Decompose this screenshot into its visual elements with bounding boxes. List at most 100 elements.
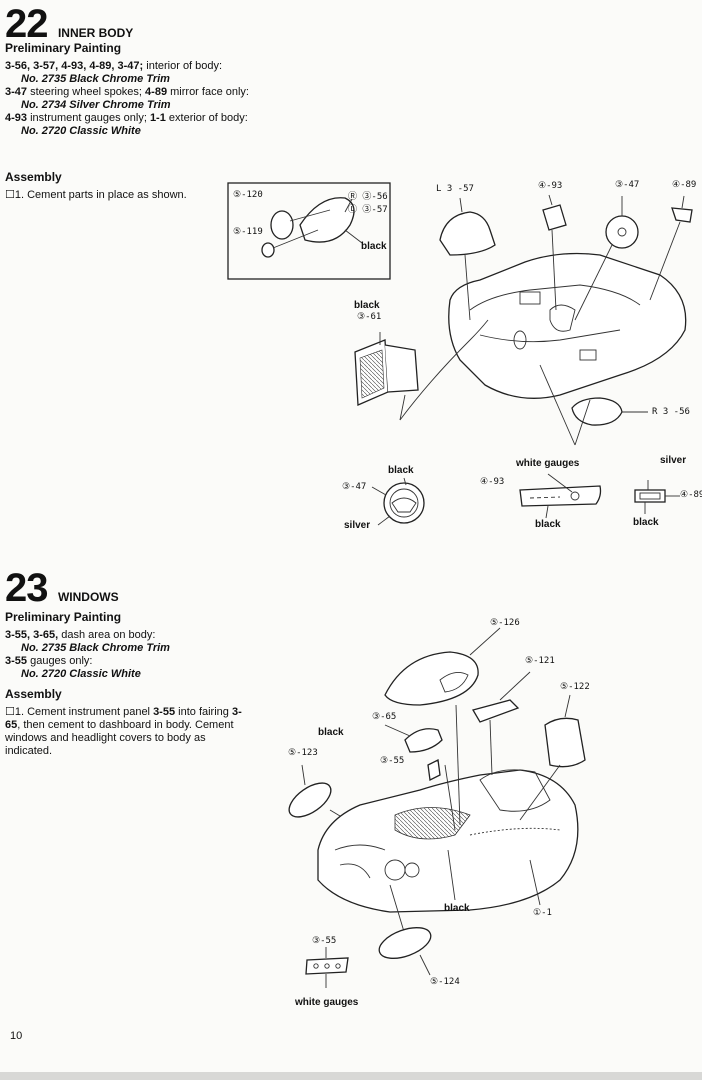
label-part-1-1: ①-1: [533, 908, 552, 918]
assembly-text: 1. Cement instrument panel: [14, 706, 154, 718]
step-23-paint-list: 3-55, 3-65, dash area on body: No. 2735 …: [5, 629, 255, 681]
label-color-black: black: [444, 903, 470, 914]
part-refs: 4-93: [5, 112, 28, 124]
mirror-part-119: [261, 242, 275, 258]
step-23-prelim-heading: Preliminary Painting: [5, 610, 122, 624]
assembly-text: 1. Cement parts in place as shown.: [14, 189, 187, 201]
window-121: [472, 699, 520, 723]
part-refs: 1-1: [149, 112, 166, 124]
bulkhead-93: [542, 204, 567, 231]
label-part-5-126: ⑤-126: [490, 618, 520, 628]
body-tub: [448, 252, 687, 399]
step-22-paint-list: 3-56, 3-57, 4-93, 4-89, 3-47; interior o…: [5, 60, 255, 138]
label-part-l3-57: Ⓛ ③-57: [348, 205, 388, 215]
step-22-header: 22 INNER BODY: [5, 4, 133, 44]
paint-name: No. 2735 Black Chrome Trim: [21, 73, 170, 85]
mirror-89: [671, 207, 693, 223]
mirror-part-120: [270, 210, 294, 240]
part-refs: 3-47: [5, 86, 28, 98]
car-body: [317, 769, 579, 913]
label-part-3-47: ③-47: [615, 180, 640, 190]
step-23-title: WINDOWS: [57, 590, 119, 604]
label-color-white-gauges: white gauges: [295, 997, 359, 1008]
paint-desc: gauges only:: [27, 655, 93, 667]
checkbox-icon[interactable]: ☐: [5, 189, 15, 201]
headlight-123: [288, 782, 332, 818]
seat-right: [571, 397, 623, 426]
label-part-3-55-detail: ③-55: [312, 936, 337, 946]
gauge-detail: [305, 957, 349, 975]
step-23-diagram: ⑤-126 ⑤-121 ⑤-122 ③-65 black ⑤-123 ③-55 …: [0, 560, 702, 1020]
label-part-3-47-detail: ③-47: [342, 482, 367, 492]
paint-name: No. 2734 Silver Chrome Trim: [21, 99, 171, 111]
seat-left: [439, 211, 496, 256]
label-color-black: black: [633, 517, 659, 528]
label-part-5-123: ⑤-123: [288, 748, 318, 758]
part-ref: 3-55: [153, 706, 176, 718]
step-23-assembly-step: ☐1. Cement instrument panel 3-55 into fa…: [5, 706, 250, 758]
label-color-black: black: [535, 519, 561, 530]
label-part-5-124: ⑤-124: [430, 977, 460, 987]
label-part-5-121: ⑤-121: [525, 656, 555, 666]
checkbox-icon[interactable]: ☐: [5, 706, 15, 718]
step-22-assembly-heading: Assembly: [5, 170, 62, 184]
label-part-4-93-detail: ④-93: [480, 477, 505, 487]
label-color-black: black: [388, 465, 414, 476]
paint-desc: instrument gauges only;: [27, 112, 150, 124]
page-bottom-edge: [0, 1072, 702, 1080]
label-color-white-gauges: white gauges: [516, 458, 580, 469]
window-122: [544, 717, 586, 768]
paint-name: No. 2735 Black Chrome Trim: [21, 642, 170, 654]
assembly-text: , then cement to dashboard in body. Ceme…: [5, 719, 234, 757]
step-23-drawing: [288, 627, 586, 988]
page-number: 10: [10, 1030, 23, 1042]
part-refs: 4-89: [145, 86, 168, 98]
label-part-3-55: ③-55: [380, 756, 405, 766]
assembly-text: into fairing: [175, 706, 232, 718]
step-23-assembly-heading: Assembly: [5, 687, 62, 701]
paint-desc: interior of body:: [143, 60, 223, 72]
part-ref: 3-65: [5, 706, 242, 731]
label-color-silver: silver: [660, 455, 687, 466]
label-part-r3-56: Ⓡ ③-56: [348, 192, 388, 202]
panel-55: [427, 759, 441, 781]
label-part-r3-56-main: R 3 -56: [652, 407, 690, 417]
label-color-silver: silver: [344, 520, 371, 531]
label-color-black: black: [361, 241, 387, 252]
label-part-l3-57-main: L 3 -57: [436, 184, 474, 194]
label-part-5-122: ⑤-122: [560, 682, 590, 692]
paint-item: 4-93 instrument gauges only; 1-1 exterio…: [5, 112, 255, 138]
step-22-assembly-step: ☐1. Cement parts in place as shown.: [5, 189, 187, 202]
step-22-title: INNER BODY: [57, 26, 134, 40]
label-color-black: black: [354, 300, 380, 311]
label-part-4-89-detail: ④-89: [680, 490, 702, 500]
paint-name: No. 2720 Classic White: [21, 668, 141, 680]
label-part-5-120: ⑤-120: [233, 190, 263, 200]
gauge-panel: [519, 485, 602, 507]
label-part-4-89: ④-89: [672, 180, 697, 190]
fairing-65: [404, 728, 443, 753]
paint-item: 3-55, 3-65, dash area on body: No. 2735 …: [5, 629, 255, 655]
step-22-drawing: [227, 182, 693, 526]
step-22-diagram: ⑤-120 ⑤-119 Ⓡ ③-56 Ⓛ ③-57 black L 3 -57 …: [227, 180, 702, 531]
paint-name: No. 2720 Classic White: [21, 125, 141, 137]
part-refs: 3-55: [5, 655, 28, 667]
label-color-black: black: [318, 727, 344, 738]
step-22-number: 22: [5, 2, 48, 46]
step-22-prelim-heading: Preliminary Painting: [5, 41, 122, 55]
label-part-3-65: ③-65: [372, 712, 397, 722]
mirror-detail: [634, 489, 666, 503]
inset-box: [227, 182, 391, 280]
paint-desc: mirror face only:: [167, 86, 249, 98]
step-23-number: 23: [5, 566, 48, 610]
steering-wheel: [605, 215, 639, 249]
paint-desc: steering wheel spokes;: [27, 86, 146, 98]
paint-desc: exterior of body:: [165, 112, 248, 124]
headlight-124: [378, 927, 432, 959]
label-part-4-93: ④-93: [538, 181, 563, 191]
part-refs: 3-55, 3-65,: [5, 629, 59, 641]
step-23-header: 23 WINDOWS: [5, 568, 119, 608]
paint-desc: dash area on body:: [58, 629, 156, 641]
label-part-5-119: ⑤-119: [233, 227, 263, 237]
part-refs: 3-56, 3-57, 4-93, 4-89, 3-47;: [5, 60, 144, 72]
